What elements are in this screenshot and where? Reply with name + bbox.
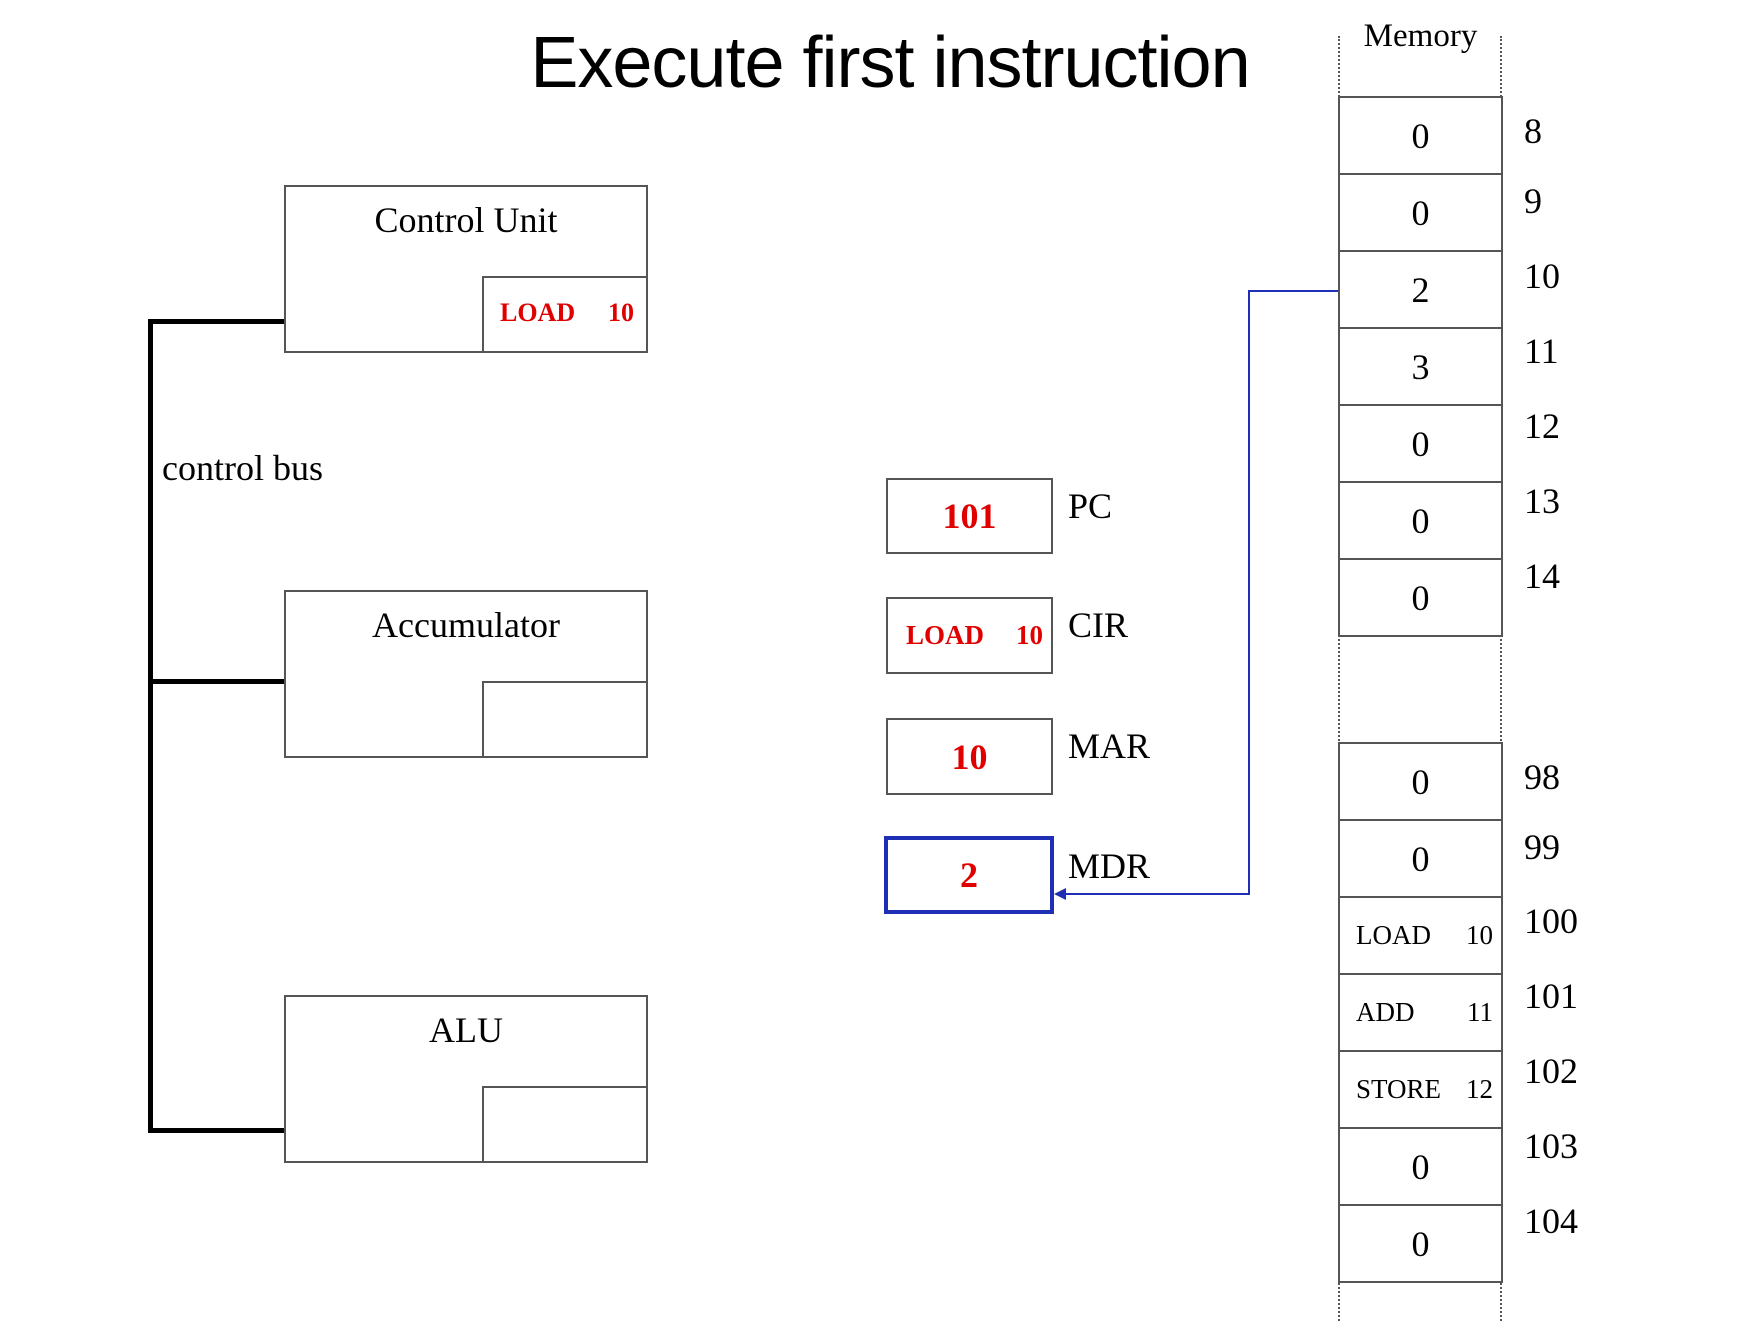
- memory-address: 102: [1524, 1051, 1578, 1091]
- memory-cell: 0: [1338, 406, 1503, 483]
- memory-address: 9: [1524, 181, 1542, 221]
- memory-left-edge: [1338, 36, 1340, 1321]
- control-bus-branch-control-unit: [148, 319, 285, 324]
- pc-label: PC: [1068, 486, 1113, 526]
- data-path-arrowhead: [1054, 888, 1066, 900]
- alu-value-slot: [482, 1086, 648, 1163]
- mar-register: 10: [886, 718, 1053, 795]
- mar-value: 10: [951, 736, 988, 777]
- mdr-value: 2: [960, 855, 978, 895]
- memory-address: 14: [1524, 556, 1560, 596]
- accumulator-box: Accumulator: [284, 590, 648, 758]
- control-unit-box: Control Unit LOAD 10: [284, 185, 648, 353]
- data-path-line: [1060, 290, 1338, 895]
- memory-cell: 0: [1338, 175, 1503, 252]
- cir-label: CIR: [1068, 605, 1129, 645]
- mdr-register: 2: [884, 836, 1054, 914]
- memory-address: 99: [1524, 827, 1560, 867]
- memory-cell: 2: [1338, 252, 1503, 329]
- cir-operand: 10: [1016, 620, 1043, 650]
- control-bus-vertical: [148, 320, 153, 1131]
- alu-box: ALU: [284, 995, 648, 1163]
- control-bus-branch-accumulator: [148, 679, 285, 684]
- cir-op: LOAD: [906, 620, 985, 650]
- memory-cell: 0: [1338, 1129, 1503, 1206]
- memory-address: 11: [1524, 331, 1559, 371]
- mar-label: MAR: [1068, 726, 1151, 766]
- memory-cell: 0: [1338, 96, 1503, 175]
- memory-address: 103: [1524, 1126, 1578, 1166]
- memory-header: Memory: [1363, 18, 1478, 54]
- memory-address: 12: [1524, 406, 1560, 446]
- pc-value: 101: [942, 496, 997, 536]
- control-bus-branch-alu: [148, 1128, 285, 1133]
- accumulator-value-slot: [482, 681, 648, 758]
- memory-cell: 0: [1338, 483, 1503, 560]
- memory-address: 13: [1524, 481, 1560, 521]
- control-unit-op: LOAD: [500, 298, 576, 327]
- memory-address: 101: [1524, 976, 1578, 1016]
- alu-label: ALU: [429, 1010, 503, 1050]
- memory-address: 100: [1524, 901, 1578, 941]
- memory-right-edge: [1500, 36, 1502, 1321]
- page-title: Execute first instruction: [530, 23, 1250, 103]
- memory-address: 104: [1524, 1201, 1578, 1241]
- control-unit-operand: 10: [608, 298, 634, 327]
- memory-cell: 0: [1338, 742, 1503, 821]
- control-unit-instruction-slot: LOAD 10: [482, 276, 648, 353]
- memory-address: 98: [1524, 757, 1560, 797]
- memory-cell: 3: [1338, 329, 1503, 406]
- control-bus-label: control bus: [162, 448, 323, 488]
- cir-register: LOAD 10: [886, 597, 1053, 674]
- mdr-label: MDR: [1068, 846, 1151, 886]
- memory-address: 8: [1524, 111, 1542, 151]
- control-unit-label: Control Unit: [374, 200, 558, 240]
- memory-cell: 0: [1338, 821, 1503, 898]
- memory-block-low: 0 0 2 3 0 0 0: [1338, 96, 1503, 637]
- memory-address: 10: [1524, 256, 1560, 296]
- accumulator-label: Accumulator: [372, 605, 560, 645]
- memory-cell: 0: [1338, 1206, 1503, 1283]
- pc-register: 101: [886, 478, 1053, 554]
- memory-cell: 0: [1338, 560, 1503, 637]
